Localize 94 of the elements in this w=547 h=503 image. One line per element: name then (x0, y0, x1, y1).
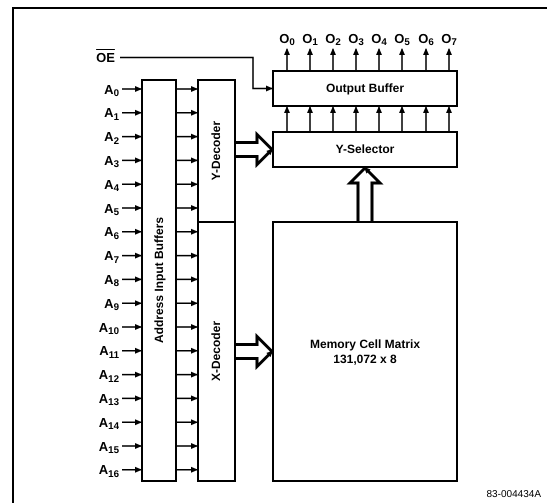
arrow (307, 48, 313, 70)
pin-label: A$_{13}$ (86, 389, 119, 408)
pin-label: O$_{0}$ (276, 29, 298, 47)
arrow (330, 106, 336, 131)
block-box (141, 79, 177, 482)
arrow (122, 348, 142, 354)
pin-label: A$_{10}$ (86, 318, 119, 336)
pin-label: O$_{6}$ (415, 29, 437, 47)
arrow (353, 48, 359, 70)
arrow (177, 157, 198, 164)
arrow (177, 324, 198, 330)
pin-label: A$_{6}$ (86, 222, 119, 241)
pin-label: A$_{3}$ (86, 151, 119, 170)
arrow (423, 106, 429, 131)
arrow (446, 48, 452, 70)
arrow (399, 106, 405, 131)
block-box (272, 70, 458, 107)
arrow (177, 134, 198, 140)
arrow (177, 86, 198, 92)
block-label: Address Input Buffers (152, 217, 166, 344)
arrow (177, 205, 198, 211)
pin-label: A$_{16}$ (86, 460, 119, 479)
pin-label: A$_{7}$ (86, 246, 119, 265)
arrow (177, 300, 198, 306)
arrow (177, 348, 198, 354)
figure-number: 83-004434A (486, 488, 541, 502)
arrow (446, 106, 452, 131)
block-arrow (234, 130, 274, 168)
arrow (122, 395, 142, 402)
pin-label: A$_{15}$ (86, 437, 119, 455)
block-box (197, 79, 236, 223)
pin-label: O$_{5}$ (391, 29, 413, 47)
arrow (177, 110, 198, 116)
arrow (177, 372, 198, 378)
arrow (122, 205, 142, 211)
arrow (284, 48, 290, 70)
arrow (376, 106, 382, 131)
arrow (177, 276, 198, 282)
block-label: Output Buffer (326, 81, 404, 96)
arrow (122, 466, 142, 473)
pin-label: A$_{0}$ (86, 80, 119, 98)
arrow (353, 106, 359, 131)
block-label: Memory Cell Matrix (310, 336, 420, 352)
arrow (120, 56, 273, 92)
arrow (284, 106, 290, 131)
block-box (197, 221, 236, 482)
arrow (423, 48, 429, 70)
arrow (177, 443, 198, 449)
pin-label: A$_{9}$ (86, 294, 119, 312)
arrow (399, 48, 405, 70)
arrow (122, 419, 142, 426)
arrow (177, 181, 198, 188)
block-box (272, 131, 458, 168)
pin-label: A$_{8}$ (86, 270, 119, 288)
arrow (122, 324, 142, 330)
pin-label: A$_{2}$ (86, 128, 119, 146)
block-label: X-Decoder (209, 321, 224, 382)
arrow (122, 86, 142, 92)
pin-label: A$_{12}$ (86, 366, 119, 384)
arrow (122, 443, 142, 449)
arrow (307, 106, 313, 131)
pin-label: O$_{1}$ (299, 29, 321, 47)
block-arrow (234, 332, 274, 370)
arrow (177, 395, 198, 402)
pin-label: A$_{11}$ (86, 342, 119, 360)
pin-label: O$_{3}$ (345, 29, 367, 47)
arrow (122, 300, 142, 306)
arrow (122, 134, 142, 140)
arrow (122, 228, 142, 235)
arrow (122, 372, 142, 378)
arrow (122, 181, 142, 188)
arrow (177, 228, 198, 235)
pin-label: A$_{1}$ (86, 104, 119, 122)
block-label: Y-Selector (336, 142, 394, 157)
pin-label: OE (93, 49, 118, 66)
arrow (177, 252, 198, 259)
arrow (122, 252, 142, 259)
arrow (177, 419, 198, 426)
arrow (122, 276, 142, 282)
pin-label: A$_{14}$ (86, 413, 119, 432)
arrow (376, 48, 382, 70)
pin-label: A$_{5}$ (86, 199, 119, 217)
arrow (122, 157, 142, 164)
arrow (330, 48, 336, 70)
pin-label: O$_{4}$ (368, 29, 390, 47)
block-arrow (346, 166, 384, 222)
pin-label: A$_{4}$ (86, 175, 119, 194)
arrow (122, 110, 142, 116)
block-label: Y-Decoder (209, 121, 224, 181)
block-box (272, 221, 458, 482)
pin-label: O$_{2}$ (322, 29, 344, 47)
block-label: 131,072 x 8 (333, 352, 397, 366)
arrow (177, 466, 198, 473)
pin-label: O$_{7}$ (438, 29, 460, 47)
